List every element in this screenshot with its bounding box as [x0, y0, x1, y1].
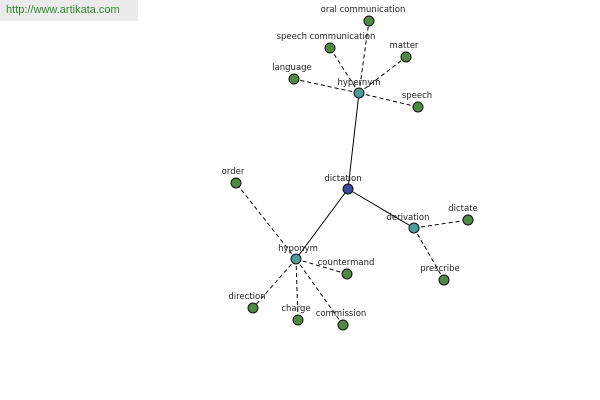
node-prescribe[interactable]: prescribe — [420, 264, 460, 286]
node-direction[interactable]: direction — [228, 292, 266, 314]
edge-derivation-dictate — [413, 219, 469, 229]
watermark-link[interactable]: http://www.artikata.com — [0, 0, 138, 21]
node-label-charge: charge — [281, 304, 310, 314]
node-circle-speech[interactable] — [412, 101, 424, 113]
node-circle-direction[interactable] — [247, 302, 259, 314]
edges-layer — [235, 20, 469, 326]
node-label-prescribe: prescribe — [420, 264, 460, 274]
node-label-language: language — [272, 63, 312, 73]
node-label-hypernym: hypernym — [337, 78, 380, 88]
node-charge[interactable]: charge — [281, 304, 311, 326]
node-label-speech: speech — [402, 91, 432, 101]
node-circle-dictation[interactable] — [342, 183, 354, 195]
node-label-direction: direction — [228, 292, 265, 302]
node-circle-prescribe[interactable] — [438, 274, 450, 286]
node-label-oral-communication: oral communication — [321, 5, 406, 15]
node-circle-matter[interactable] — [400, 51, 412, 63]
edge-hypernym-matter — [358, 56, 407, 94]
node-dictation[interactable]: dictation — [324, 174, 362, 195]
edge-derivation-prescribe — [413, 227, 445, 281]
edge-dictation-hyponym — [295, 188, 349, 260]
node-label-commission: commission — [316, 309, 367, 319]
node-circle-commission[interactable] — [337, 319, 349, 331]
node-circle-dictate[interactable] — [462, 214, 474, 226]
node-language[interactable]: language — [272, 63, 312, 85]
node-circle-order[interactable] — [230, 177, 242, 189]
node-label-matter: matter — [390, 41, 419, 51]
node-circle-hypernym[interactable] — [353, 87, 365, 99]
node-label-speech-communication: speech communication — [277, 32, 376, 42]
node-label-countermand: countermand — [318, 258, 375, 268]
edge-hyponym-countermand — [295, 258, 348, 275]
edge-hyponym-charge — [295, 258, 299, 321]
node-derivation[interactable]: derivation — [386, 213, 430, 234]
node-circle-oral-communication[interactable] — [363, 15, 375, 27]
edge-hypernym-speech — [358, 92, 419, 108]
node-hypernym[interactable]: hypernym — [337, 78, 381, 99]
nodes-layer: dictation hypernym hyponym derivation oral c… — [222, 5, 478, 331]
node-label-dictation: dictation — [324, 174, 361, 184]
node-matter[interactable]: matter — [390, 41, 419, 63]
edge-hypernym-speech-communication — [329, 47, 360, 94]
node-circle-hyponym[interactable] — [290, 253, 302, 265]
node-oral-communication[interactable]: oral communication — [321, 5, 406, 27]
node-order[interactable]: order — [222, 167, 245, 189]
node-speech[interactable]: speech — [402, 91, 432, 113]
node-countermand[interactable]: countermand — [318, 258, 375, 280]
node-circle-speech-communication[interactable] — [324, 42, 336, 54]
node-speech-communication[interactable]: speech communication — [277, 32, 376, 54]
node-circle-language[interactable] — [288, 73, 300, 85]
node-label-derivation: derivation — [386, 213, 429, 223]
node-dictate[interactable]: dictate — [448, 204, 478, 226]
node-commission[interactable]: commission — [316, 309, 367, 331]
node-label-dictate: dictate — [448, 204, 478, 214]
node-label-order: order — [222, 167, 245, 177]
node-circle-countermand[interactable] — [341, 268, 353, 280]
node-label-hyponym: hyponym — [278, 244, 318, 254]
node-circle-charge[interactable] — [292, 314, 304, 326]
node-hyponym[interactable]: hyponym — [278, 244, 318, 265]
edge-hypernym-oral-communication — [358, 20, 370, 94]
edge-dictation-derivation — [347, 188, 415, 229]
edge-hyponym-order — [235, 182, 297, 260]
edge-hyponym-direction — [252, 258, 297, 309]
edge-dictation-hypernym — [347, 92, 360, 190]
node-circle-derivation[interactable] — [408, 222, 420, 234]
